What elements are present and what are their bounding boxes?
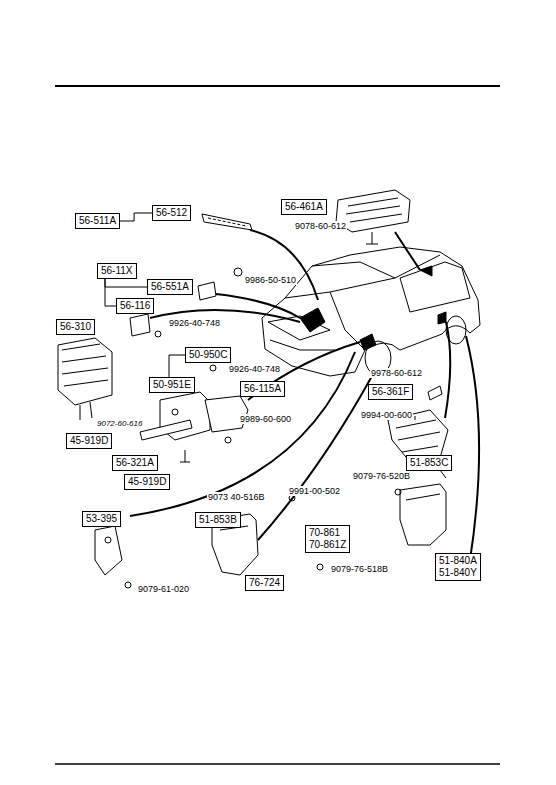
- bracket-line: [105, 279, 147, 287]
- part-number-box: 70-86170-861Z: [305, 525, 350, 553]
- bracket-line: [105, 279, 116, 306]
- part-number-box: 56-11X: [97, 263, 137, 279]
- part-number: 56-461A: [285, 201, 323, 213]
- part-number-label: 9073 40-516B: [207, 492, 266, 502]
- bracket-line: [169, 355, 185, 377]
- part-number-box: 45-919D: [124, 474, 170, 490]
- part-number-box: 56-461A: [281, 199, 327, 215]
- part-number-box: 56-310: [56, 319, 95, 335]
- part-number-box: 56-321A: [112, 455, 158, 471]
- part-number-label: 9079-76-518B: [330, 564, 389, 574]
- part-number-box: 50-951E: [149, 377, 195, 393]
- part-number-box: 53-395: [82, 511, 121, 527]
- part-number-label: 9986-50-510: [244, 275, 297, 285]
- part-number: 56-551A: [151, 281, 189, 293]
- part-number-label: 9978-60-612: [370, 368, 423, 378]
- part-number: 53-395: [86, 513, 117, 525]
- part-number: 56-310: [60, 321, 91, 333]
- part-number-box: 50-950C: [185, 347, 231, 363]
- part-number: 56-511A: [79, 215, 116, 227]
- part-number-box: 56-116: [116, 298, 154, 314]
- part-number-label: 9994-00-600: [360, 410, 413, 420]
- part-number: 51-840A: [439, 555, 477, 567]
- part-number: 51-840Y: [439, 567, 477, 579]
- part-number: 50-951E: [153, 379, 191, 391]
- part-number: 45-919D: [128, 476, 166, 488]
- part-number-box: 76-724: [245, 575, 284, 591]
- part-number: 70-861: [309, 527, 346, 539]
- part-number-label: 9079-61-020: [137, 584, 190, 594]
- part-number: 45-919D: [70, 435, 108, 447]
- part-number: 76-724: [249, 577, 280, 589]
- bracket-line: [120, 213, 152, 221]
- part-number-label: 9991-00-502: [288, 486, 341, 496]
- part-number-label: 9072-60-616: [96, 419, 143, 429]
- part-number-box: 51-840A51-840Y: [435, 553, 481, 581]
- part-number-label: 9926-40-748: [228, 364, 281, 374]
- part-number-label: 9078-60-612: [294, 221, 347, 231]
- part-number-label: 9079-76-520B: [352, 471, 411, 481]
- part-number: 56-116: [120, 300, 150, 312]
- part-number: 56-321A: [116, 457, 154, 469]
- part-number: 56-115A: [244, 383, 281, 395]
- part-number-box: 56-512: [152, 205, 191, 221]
- part-number-box: 51-853C: [406, 455, 452, 471]
- part-number: 50-950C: [189, 349, 227, 361]
- part-number: 56-361F: [372, 386, 409, 398]
- part-number: 56-11X: [101, 265, 133, 277]
- part-number-box: 56-361F: [368, 384, 413, 400]
- part-number-label: 9926-40-748: [168, 318, 221, 328]
- part-number-box: 56-551A: [147, 279, 193, 295]
- part-number-label: 9989-60-600: [239, 414, 292, 424]
- part-number: 56-512: [156, 207, 187, 219]
- part-number: 70-861Z: [309, 539, 346, 551]
- part-number: 51-853C: [410, 457, 448, 469]
- part-number-box: 56-115A: [240, 381, 285, 397]
- part-number: 51-853B: [199, 514, 237, 526]
- part-number-box: 45-919D: [66, 433, 112, 449]
- part-number-box: 51-853B: [195, 512, 241, 528]
- part-number-box: 56-511A: [75, 213, 120, 229]
